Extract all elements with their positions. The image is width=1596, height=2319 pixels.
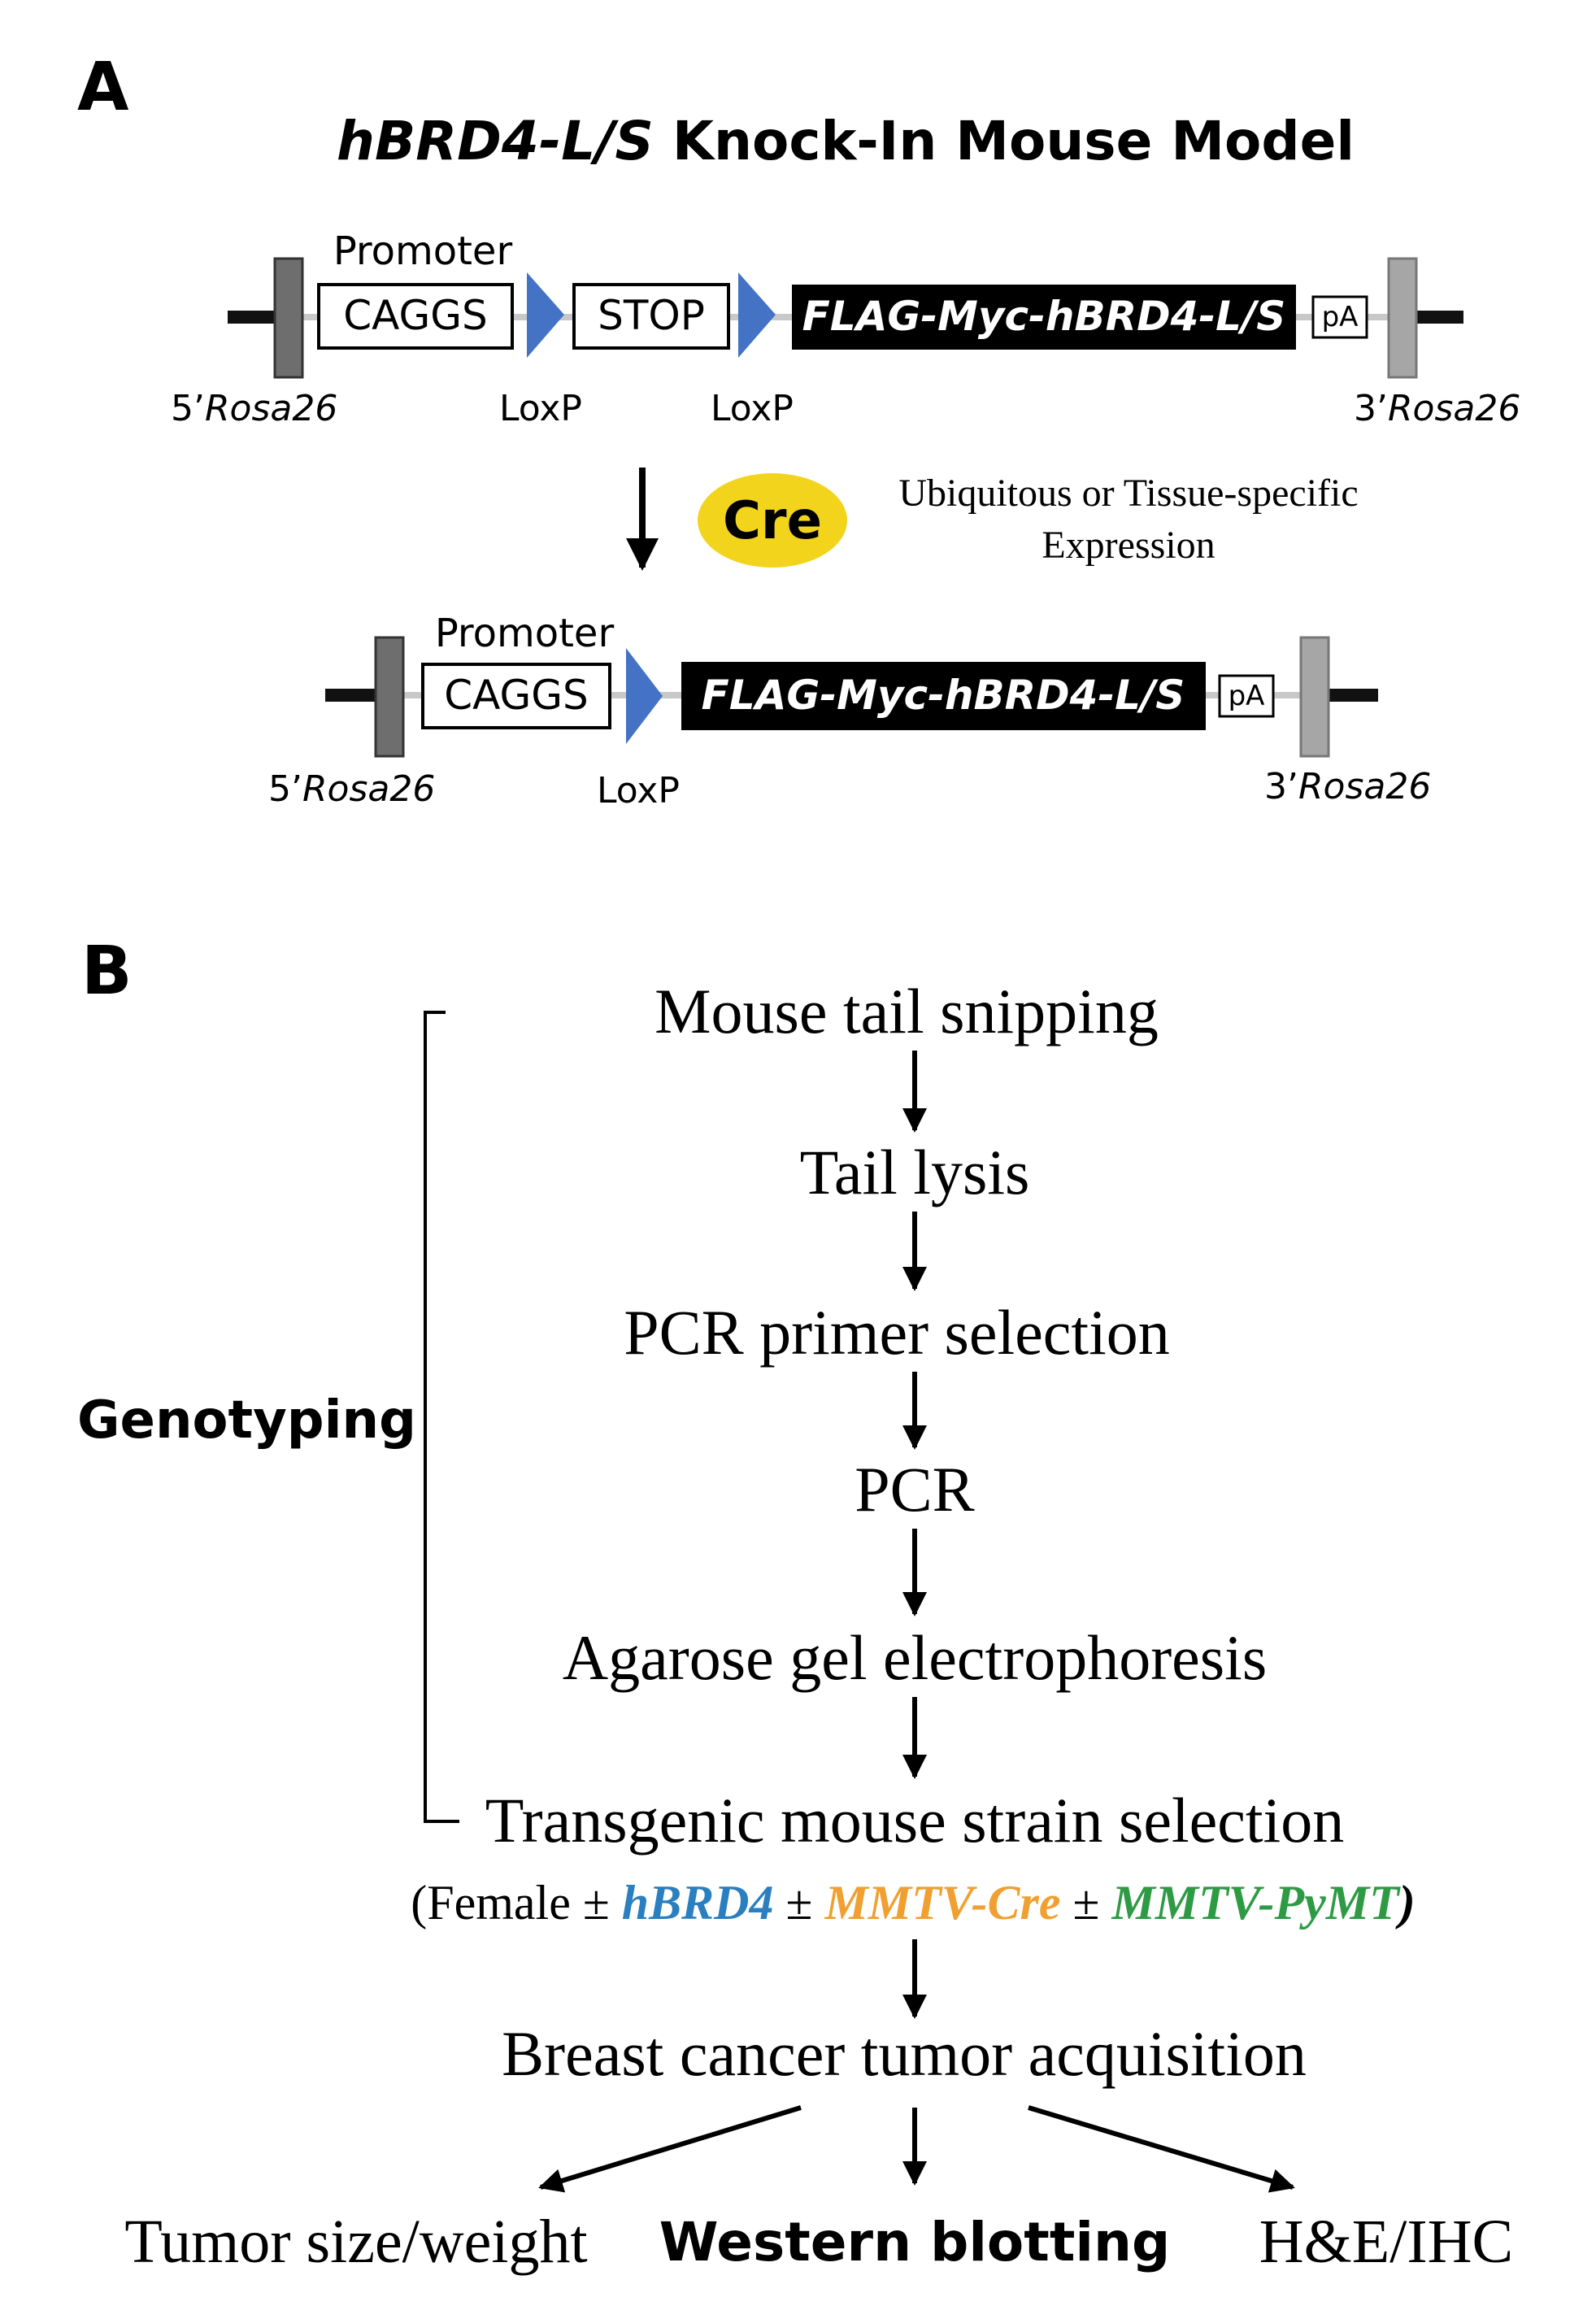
rosa26-5prime-label: 5’Rosa26 (171, 388, 337, 429)
construct-after-cre: Promoter CAGGS FLAG-Myc-hBRD4-L/S pA 5’R… (268, 611, 1431, 811)
output-tumor-size: Tumor size/weight (124, 2208, 587, 2276)
loxp-label-2: LoxP (711, 388, 794, 429)
pa-box-after (1218, 674, 1275, 718)
cre-ellipse (698, 473, 847, 568)
output-he-ihc: H&E/IHC (1259, 2208, 1513, 2276)
rosa26-3prime-block (1387, 257, 1418, 379)
gene-label: FLAG-Myc-hBRD4-L/S (802, 293, 1286, 340)
step-mouse-tail-snipping: Mouse tail snipping (654, 976, 1159, 1046)
step-pcr-primer-selection: PCR primer selection (624, 1297, 1170, 1368)
cre-step: Cre Ubiquitous or Tissue-specific Expres… (626, 468, 1359, 571)
rosa26-5prime-name: Rosa26 (205, 388, 337, 429)
loxp-label-after: LoxP (597, 770, 680, 811)
rosa26-3prime-prefix: 3’ (1354, 388, 1388, 429)
pa-label: pA (1322, 301, 1359, 333)
rosa26-5prime-prefix: 5’ (171, 388, 205, 429)
panel-a-title: hBRD4-L/S Knock-In Mouse Model (337, 110, 1355, 172)
rosa26-5prime-block (273, 257, 304, 379)
workflow: Mouse tail snipping Tail lysis PCR prime… (124, 976, 1513, 2276)
rosa26-5prime-prefix-after: 5’ (268, 768, 302, 810)
rosa26-3prime-label: 3’Rosa26 (1354, 388, 1520, 429)
caggs-box-after (421, 663, 611, 729)
step-agarose-gel: Agarose gel electrophoresis (563, 1622, 1267, 1693)
strain-pm-2: ± (1061, 1876, 1112, 1930)
loxp-label-1: LoxP (499, 388, 582, 429)
flow-arrow-right (1028, 2105, 1295, 2193)
title-gene-name: hBRD4-L/S (337, 110, 654, 172)
strain-mmtv-pymt: MMTV-PyMT (1111, 1876, 1401, 1930)
rosa26-5prime-name-after: Rosa26 (302, 768, 435, 810)
step-tail-lysis: Tail lysis (800, 1137, 1030, 1207)
strain-hbrd4: hBRD4 (622, 1876, 774, 1930)
rosa26-3prime-label-after: 3’Rosa26 (1264, 766, 1431, 807)
step-tumor-acquisition: Breast cancer tumor acquisition (502, 2018, 1307, 2089)
genotyping-bracket: Genotyping (77, 1011, 459, 1823)
loxp-triangle-1 (527, 272, 564, 358)
genotyping-label: Genotyping (77, 1390, 416, 1451)
bracket-line (424, 1011, 459, 1823)
strain-note-open: (Female ± (411, 1876, 622, 1930)
stop-label: STOP (598, 292, 705, 339)
cre-label: Cre (723, 491, 822, 551)
gene-box-after (681, 662, 1206, 730)
cre-description-line2: Expression (1042, 524, 1215, 567)
caggs-label-after: CAGGS (444, 672, 588, 719)
strain-note-close: ) (1395, 1876, 1416, 1930)
panel-b-label: B (81, 933, 133, 1010)
loxp-triangle-after (626, 648, 663, 744)
output-western-blotting: Western blotting (659, 2211, 1170, 2273)
title-rest: Knock-In Mouse Model (654, 110, 1355, 172)
promoter-label: Promoter (333, 228, 513, 274)
gene-label-after: FLAG-Myc-hBRD4-L/S (702, 672, 1185, 719)
strain-pm-1: ± (774, 1876, 825, 1930)
construct-before-cre: Promoter CAGGS STOP FLAG-Myc-hBRD4-L/S p… (171, 228, 1520, 429)
step-strain-selection: Transgenic mouse strain selection (485, 1785, 1344, 1856)
pa-box (1311, 295, 1368, 339)
rosa26-3prime-name-after: Rosa26 (1298, 766, 1431, 807)
strain-mmtv-cre: MMTV-Cre (824, 1876, 1060, 1930)
caggs-label: CAGGS (343, 292, 487, 339)
flow-arrow-left (538, 2105, 802, 2193)
panel-a-label: A (77, 49, 129, 126)
rosa26-5prime-label-after: 5’Rosa26 (268, 768, 435, 810)
caggs-box (317, 283, 514, 350)
strain-note: (Female ± hBRD4 ± MMTV-Cre ± MMTV-PyMT) (411, 1876, 1416, 1930)
cre-description-line1: Ubiquitous or Tissue-specific (898, 472, 1358, 515)
loxp-triangle-2 (738, 272, 776, 358)
gene-box (792, 285, 1296, 350)
stop-box (572, 283, 730, 350)
pa-label-after: pA (1229, 680, 1265, 712)
rosa26-5prime-block-after (374, 636, 405, 758)
step-pcr: PCR (855, 1454, 974, 1525)
rosa26-3prime-prefix-after: 3’ (1264, 766, 1298, 807)
rosa26-3prime-block-after (1299, 636, 1330, 758)
rosa26-3prime-name: Rosa26 (1388, 388, 1520, 429)
promoter-label-after: Promoter (435, 611, 615, 656)
